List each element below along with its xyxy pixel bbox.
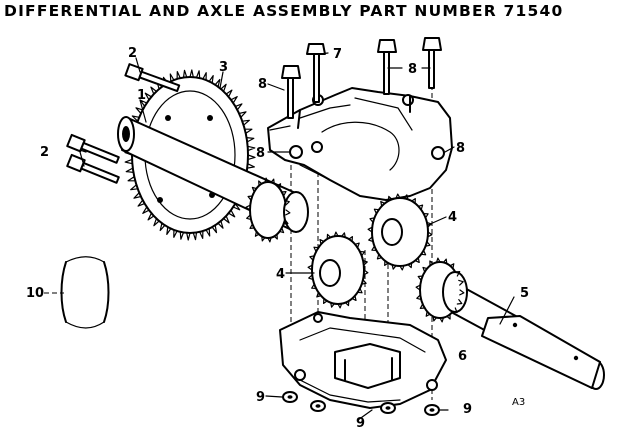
hex-nuts [282, 391, 440, 416]
centerGear-teeth [307, 231, 369, 309]
callout-8-housing-left: 8 [256, 146, 265, 161]
center-spur-gear [307, 231, 369, 309]
rightBevel-teeth [415, 257, 465, 323]
callout-9-bottom: 9 [356, 416, 365, 431]
diagram-title: DIFFERENTIAL AND AXLE ASSEMBLY PART NUMB… [4, 2, 564, 20]
callout-4-right: 4 [448, 210, 457, 225]
right-bevel-gear [415, 257, 468, 323]
callout-2-left: 2 [40, 145, 49, 160]
callout-6: 6 [458, 349, 467, 364]
seal-gasket [60, 256, 110, 329]
callout-9-left: 9 [256, 390, 265, 405]
rightGear-teeth [367, 193, 433, 271]
callout-1: 1 [137, 88, 146, 103]
callout-8-top: 8 [408, 62, 417, 77]
callout-3: 3 [219, 60, 228, 75]
callout-7: 7 [333, 47, 342, 62]
left-bevel-gear [245, 177, 309, 243]
drawing-code: A3 [512, 397, 525, 408]
leftBevel-teeth [245, 177, 291, 243]
callout-8-left: 8 [258, 77, 267, 92]
lower-housing [279, 311, 447, 409]
callout-5: 5 [520, 286, 529, 301]
callout-labels: 1 2 2 3 4 4 5 6 7 8 8 8 8 9 9 9 10 A3 [26, 46, 529, 431]
right-spur-gear [367, 193, 433, 271]
callout-2-top: 2 [128, 46, 137, 61]
callout-8-housing-right: 8 [456, 141, 465, 156]
callout-4-center: 4 [276, 267, 285, 282]
leader-lines [44, 52, 515, 421]
upper-housing [267, 87, 453, 201]
callout-9-right: 9 [463, 402, 472, 417]
housing-bolts [66, 37, 442, 184]
callout-10: 10 [26, 286, 44, 301]
